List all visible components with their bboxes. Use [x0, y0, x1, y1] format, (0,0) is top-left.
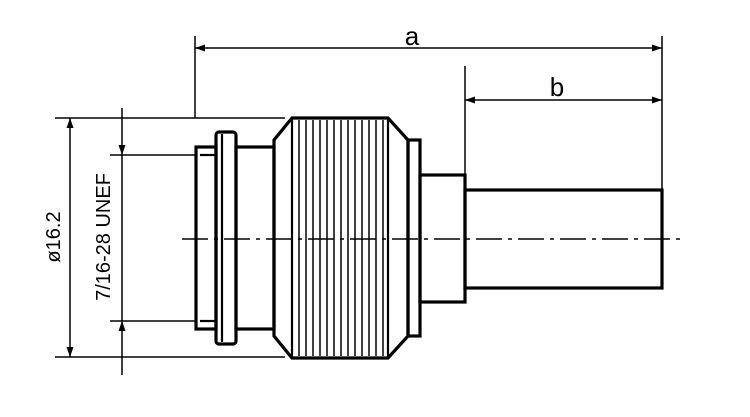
locking-ring — [214, 130, 238, 346]
knurling — [298, 120, 384, 356]
dimension-b: b — [464, 66, 662, 175]
dim-b-label: b — [550, 72, 564, 102]
rear-collar — [406, 138, 422, 338]
dimension-a: a — [194, 21, 663, 190]
dimension-thread: 7/16-28 UNEF — [93, 108, 196, 375]
dimension-diameter: ø16.2 — [43, 117, 285, 358]
thread-label: 7/16-28 UNEF — [93, 173, 115, 301]
diameter-label: ø16.2 — [43, 211, 65, 262]
thread-section — [194, 145, 218, 331]
connector-body — [194, 116, 664, 360]
dim-a-label: a — [405, 21, 420, 51]
neck-section — [234, 145, 276, 331]
